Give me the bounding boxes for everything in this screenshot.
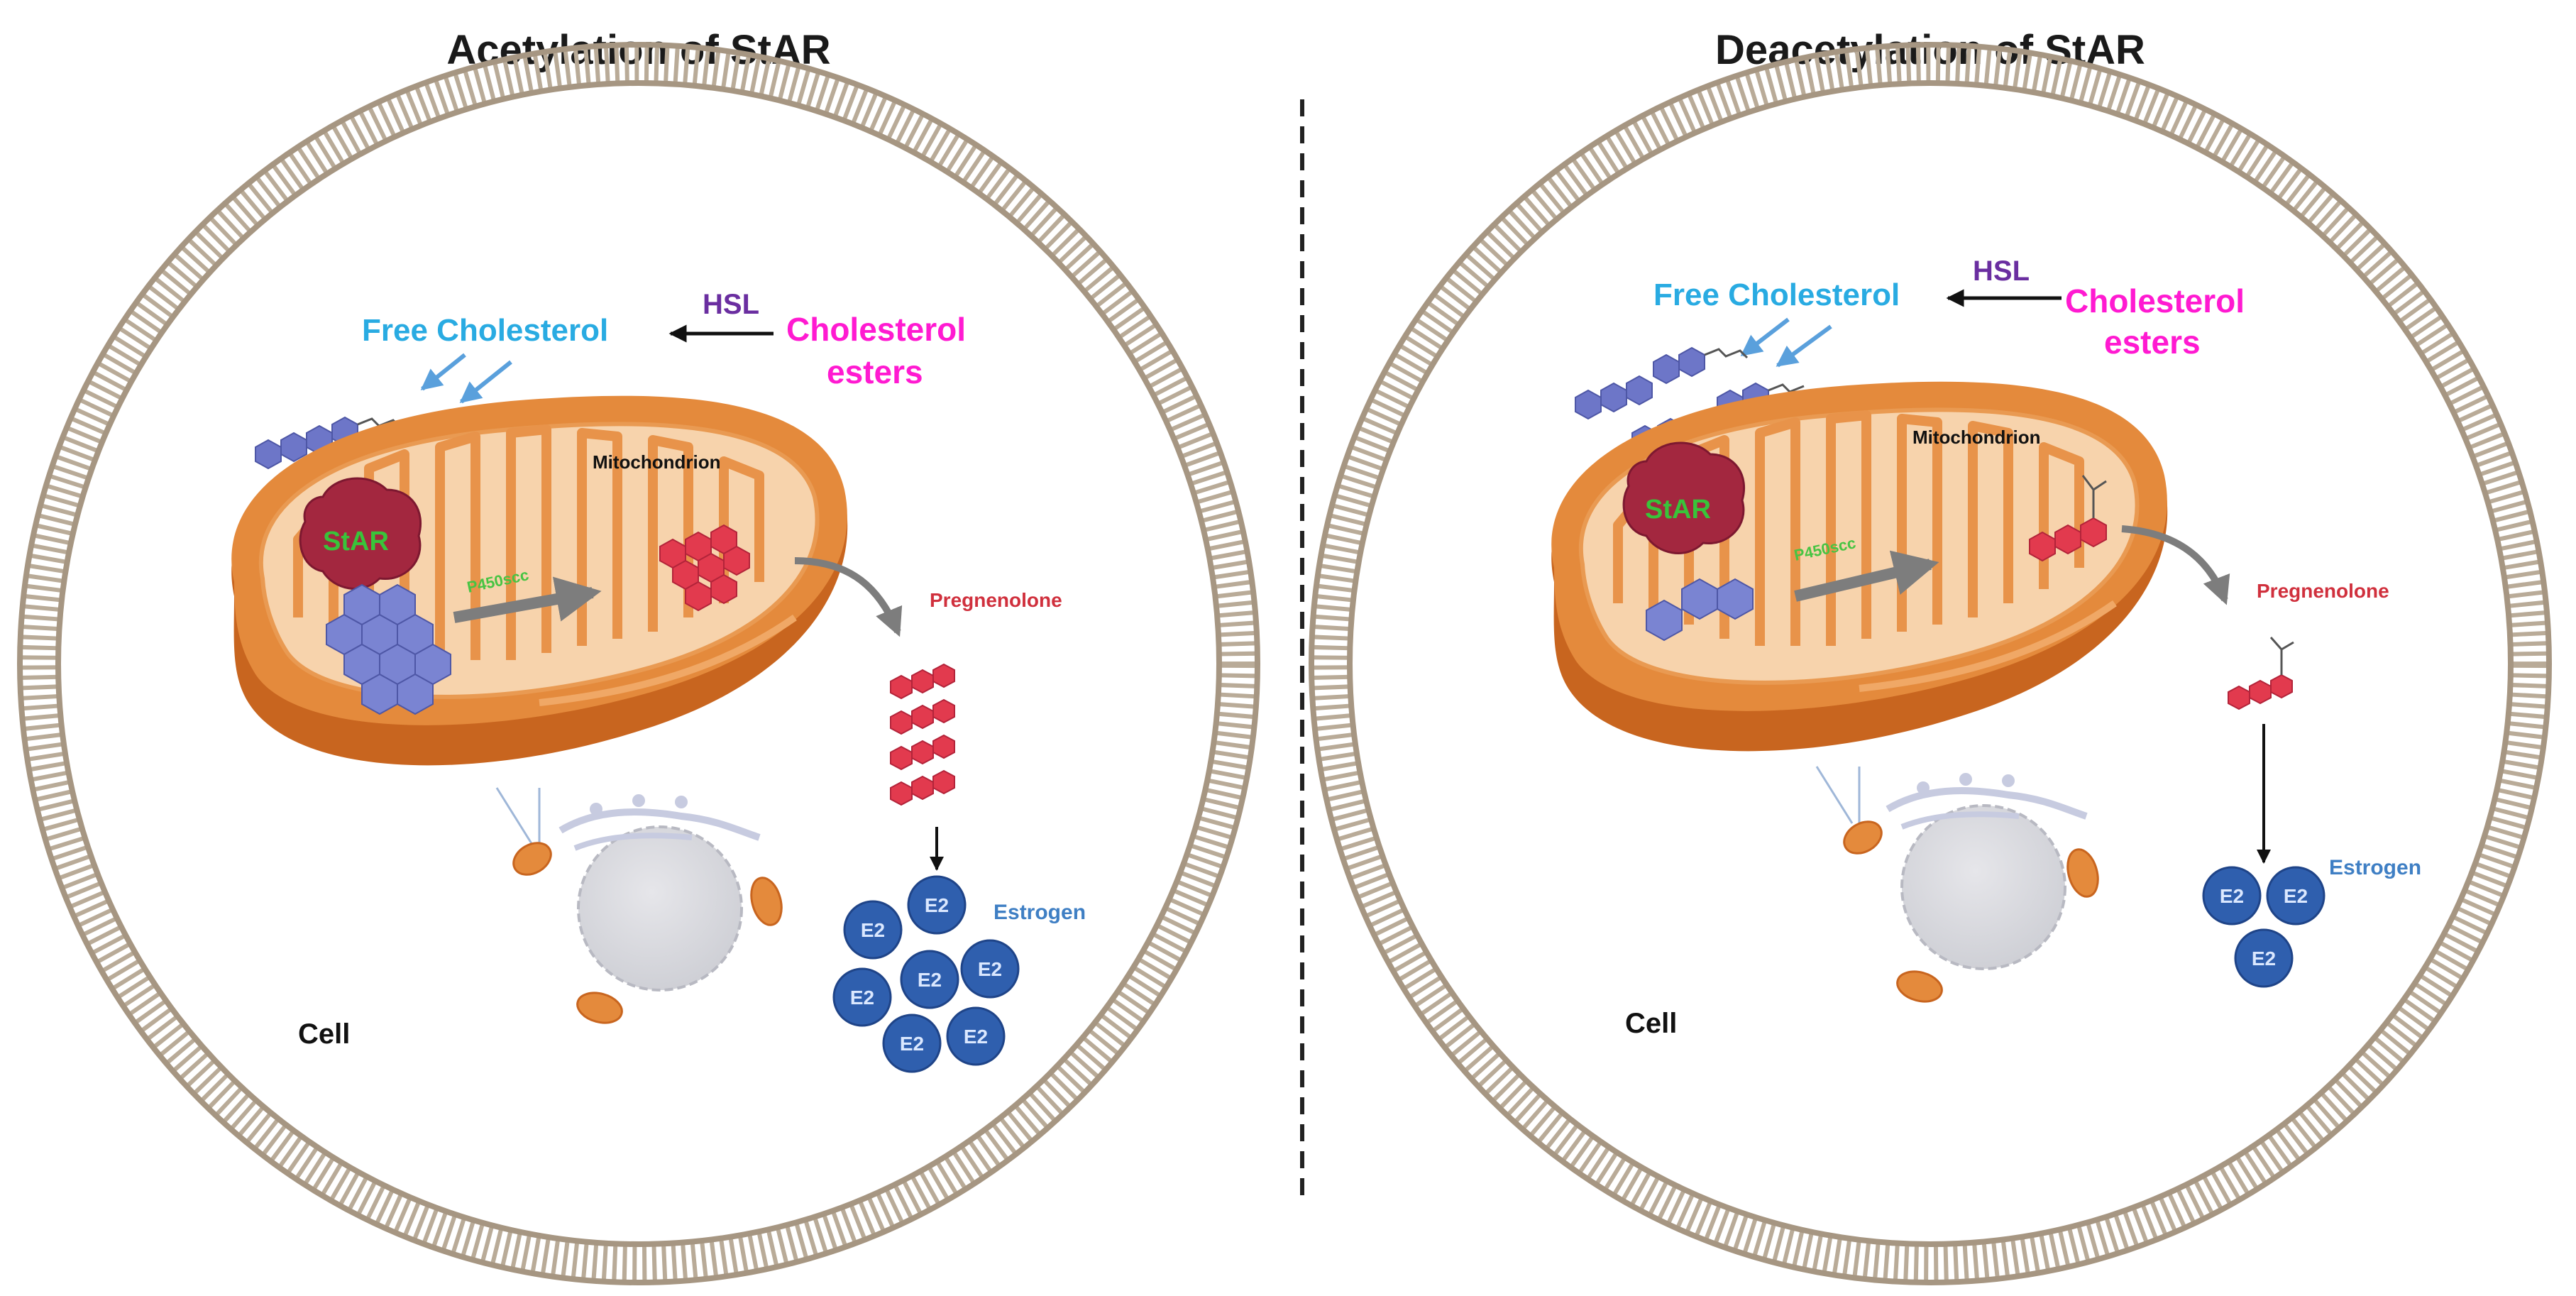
small-mitochondrion-icon: [1843, 820, 1883, 855]
e2-molecule: [843, 900, 903, 960]
e2-label: E2: [964, 1026, 988, 1048]
small-mitochondrion-icon: [2066, 848, 2099, 898]
cholesterol-esters-label-line2: esters: [2104, 324, 2201, 361]
cholesterol-esters-label-line1: Cholesterol: [786, 311, 966, 348]
free-cholesterol-arrow: [1776, 324, 1832, 368]
hsl-label: HSL: [703, 289, 759, 320]
connector-line: [495, 787, 534, 845]
small-mitochondrion-icon: [576, 992, 623, 1024]
nucleus-icon: [1886, 773, 2088, 970]
pregnenolone-label: Pregnenolone: [930, 589, 1062, 611]
estrogen-cluster: E2 E2 E2 E2 E2 E2 E2: [832, 875, 1020, 1073]
star-label: StAR: [323, 527, 389, 556]
cholesterol-esters-label-line2: esters: [827, 353, 923, 390]
e2-label: E2: [918, 969, 942, 991]
estrogen-label: Estrogen: [993, 901, 1086, 924]
e2-molecule: [900, 950, 959, 1009]
hsl-label: HSL: [1973, 256, 2030, 287]
e2-label: E2: [2252, 948, 2276, 970]
pregnenolone-stack-icon: [890, 663, 955, 806]
small-mitochondrion-icon: [1896, 970, 1943, 1003]
e2-label: E2: [978, 958, 1002, 980]
e2-label: E2: [861, 919, 885, 941]
e2-molecule: [946, 1006, 1006, 1066]
e2-molecule: [2202, 866, 2262, 926]
e2-label: E2: [850, 987, 874, 1009]
free-cholesterol-arrow: [1740, 317, 1790, 357]
cholesterol-cluster-icon: [326, 583, 451, 715]
cell-label: Cell: [1625, 1008, 1677, 1039]
mitochondrion-label: Mitochondrion: [1912, 427, 2041, 448]
star-label: StAR: [1645, 495, 1711, 525]
cell-membrane: [17, 42, 1260, 1285]
nucleus-icon: [558, 794, 761, 992]
panel-acetylation: Acetylation of StAR Free Cholesterol HSL…: [17, 27, 1260, 1285]
cholesterol-cluster-icon: [1646, 578, 1754, 642]
e2-label: E2: [2220, 885, 2244, 907]
e2-molecule: [2234, 928, 2294, 988]
free-cholesterol-arrow: [459, 360, 512, 404]
cell-membrane: [1309, 42, 2552, 1285]
export-arrow: [2121, 525, 2230, 605]
mitochondrion: [231, 395, 848, 766]
ketone-group-icon: [2081, 475, 2107, 518]
e2-label: E2: [900, 1033, 924, 1055]
e2-label: E2: [2284, 885, 2308, 907]
free-cholesterol-arrow: [420, 353, 466, 391]
connector-line: [1815, 766, 1854, 824]
free-cholesterol-label: Free Cholesterol: [1653, 278, 1900, 312]
ketone-group-icon: [2269, 637, 2294, 675]
e2-molecule: [832, 967, 892, 1027]
e2-molecule: [882, 1014, 942, 1073]
small-mitochondrion-icon: [512, 842, 552, 876]
estrogen-cluster: E2 E2 E2: [2202, 866, 2325, 988]
estrogen-label: Estrogen: [2329, 856, 2421, 879]
cell-label: Cell: [298, 1018, 350, 1050]
p450scc-arrow: [453, 576, 602, 623]
mitochondrion-label: Mitochondrion: [593, 451, 721, 473]
star-protein-icon: [299, 477, 422, 590]
pregnenolone-molecule-icon: [2029, 517, 2107, 562]
e2-molecule: [2266, 866, 2325, 926]
panel-deacetylation: Deacetylation of StAR Free Cholesterol H…: [1309, 27, 2552, 1285]
pregnenolone-single-icon: [2228, 674, 2293, 710]
star-protein-icon: [1622, 441, 1746, 554]
small-mitochondrion-icon: [750, 877, 783, 926]
free-cholesterol-label: Free Cholesterol: [362, 313, 608, 348]
lipid-tail-icon: [1704, 348, 1805, 393]
e2-molecule: [960, 939, 1020, 999]
export-arrow: [794, 557, 903, 637]
e2-label: E2: [925, 894, 949, 916]
cholesterol-esters-label-line1: Cholesterol: [2065, 282, 2245, 319]
e2-molecule: [907, 875, 967, 935]
pregnenolone-molecule-icon: [659, 524, 750, 612]
mitochondrion: [1551, 381, 2168, 752]
p450scc-arrow: [1794, 550, 1939, 602]
pregnenolone-label: Pregnenolone: [2257, 580, 2389, 602]
